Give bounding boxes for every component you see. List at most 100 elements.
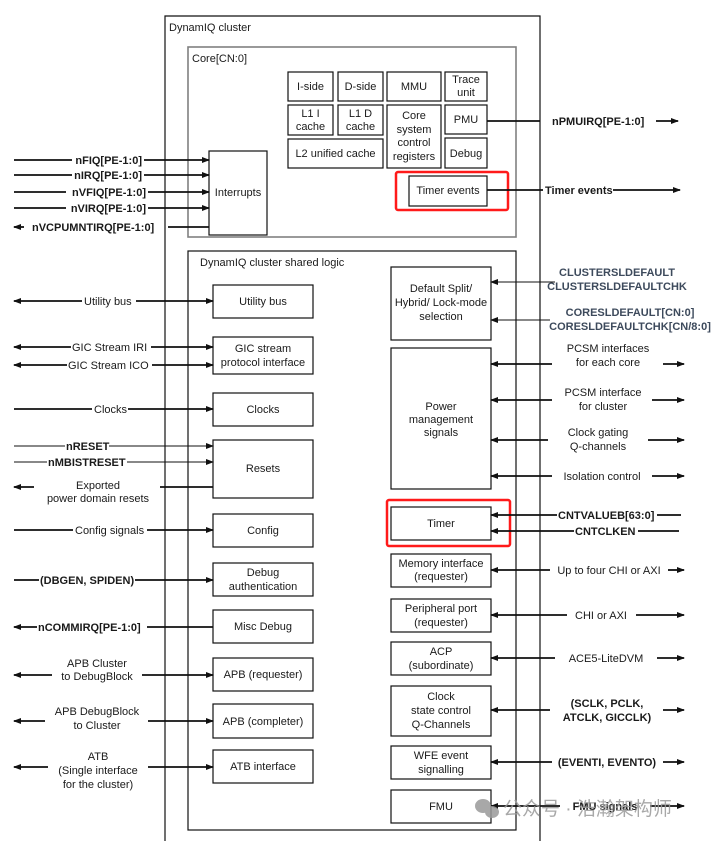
svg-text:Resets: Resets: [246, 463, 281, 475]
svg-text:ATB interface: ATB interface: [230, 761, 296, 773]
block-gic-stream[interactable]: GIC stream protocol interface: [212, 336, 314, 375]
cluster-title: DynamIQ cluster: [169, 22, 251, 34]
dynamiq-cluster-box: [164, 15, 541, 841]
svg-text:ACP: ACP: [430, 646, 453, 658]
block-dside[interactable]: D-side: [337, 71, 384, 102]
svg-text:for cluster: for cluster: [579, 401, 628, 413]
signal-fmu: FMU signals: [490, 801, 685, 813]
block-memory-interface[interactable]: Memory interface (requester): [390, 553, 492, 588]
block-debug-authentication[interactable]: Debug authentication: [212, 562, 314, 597]
svg-text:nVCPUMNTIRQ[PE-1:0]: nVCPUMNTIRQ[PE-1:0]: [32, 222, 155, 234]
block-peripheral-port[interactable]: Peripheral port (requester): [390, 598, 492, 633]
svg-text:(SCLK, PCLK,: (SCLK, PCLK,: [571, 698, 644, 710]
svg-text:CHI or AXI: CHI or AXI: [575, 610, 627, 622]
svg-text:Clocks: Clocks: [246, 404, 280, 416]
svg-text:(DBGEN, SPIDEN): (DBGEN, SPIDEN): [40, 575, 134, 587]
svg-text:(Single interface: (Single interface: [58, 765, 138, 777]
block-interrupts[interactable]: Interrupts: [208, 150, 268, 236]
svg-text:nRESET: nRESET: [66, 441, 110, 453]
svg-text:FMU signals: FMU signals: [573, 801, 638, 813]
signal-nfiq: nFIQ[PE-1:0]: [14, 153, 210, 167]
block-pmu[interactable]: PMU: [444, 104, 488, 135]
block-default-split[interactable]: Default Split/ Hybrid/ Lock-mode selecti…: [390, 266, 492, 341]
signal-peripheral: CHI or AXI: [490, 610, 685, 622]
highlight-timer-events: [394, 170, 510, 212]
svg-text:APB Cluster: APB Cluster: [67, 658, 127, 670]
block-resets[interactable]: Resets: [212, 439, 314, 499]
svg-text:Q-channels: Q-channels: [570, 441, 627, 453]
signal-exported-resets: Exported power domain resets: [13, 480, 213, 505]
svg-text:Debug: Debug: [450, 148, 482, 160]
signal-ncommirq: nCOMMIRQ[PE-1:0]: [13, 620, 213, 634]
svg-text:Trace: Trace: [452, 74, 480, 86]
svg-text:Misc Debug: Misc Debug: [234, 621, 292, 633]
block-acp[interactable]: ACP (subordinate): [390, 641, 492, 676]
svg-text:cache: cache: [296, 121, 325, 133]
svg-text:nVFIQ[PE-1:0]: nVFIQ[PE-1:0]: [72, 187, 146, 199]
svg-text:PCSM interface: PCSM interface: [564, 387, 641, 399]
block-atb-interface[interactable]: ATB interface: [212, 749, 314, 784]
block-mmu[interactable]: MMU: [386, 71, 442, 102]
block-timer-events[interactable]: Timer events: [408, 175, 488, 207]
block-trace-unit[interactable]: Trace unit: [444, 71, 488, 102]
svg-text:Power: Power: [425, 401, 457, 413]
block-timer[interactable]: Timer: [390, 506, 492, 541]
svg-text:Up to four CHI or AXI: Up to four CHI or AXI: [557, 565, 660, 577]
svg-text:Core: Core: [402, 110, 426, 122]
block-wfe-event[interactable]: WFE event signalling: [390, 745, 492, 780]
svg-text:MMU: MMU: [401, 81, 427, 93]
svg-text:ATCLK, GICCLK): ATCLK, GICCLK): [563, 712, 652, 724]
svg-text:CLUSTERSLDEFAULTCHK: CLUSTERSLDEFAULTCHK: [547, 281, 687, 293]
svg-text:Timer events: Timer events: [416, 185, 480, 197]
signal-dbgen-spiden: (DBGEN, SPIDEN): [14, 573, 214, 587]
signal-nmbistreset: nMBISTRESET: [14, 455, 214, 469]
signal-clocks-qchannel: (SCLK, PCLK, ATCLK, GICCLK): [490, 698, 685, 724]
block-misc-debug[interactable]: Misc Debug: [212, 609, 314, 644]
block-apb-requester[interactable]: APB (requester): [212, 657, 314, 692]
block-fmu[interactable]: FMU: [390, 789, 492, 824]
svg-text:for the cluster): for the cluster): [63, 779, 133, 791]
svg-text:Timer events: Timer events: [545, 185, 613, 197]
svg-text:Clock gating: Clock gating: [568, 427, 629, 439]
svg-text:L1 I: L1 I: [301, 108, 319, 120]
block-power-management[interactable]: Power management signals: [390, 347, 492, 490]
block-debug[interactable]: Debug: [444, 137, 488, 169]
svg-text:nIRQ[PE-1:0]: nIRQ[PE-1:0]: [74, 170, 142, 182]
block-l2-unified-cache[interactable]: L2 unified cache: [287, 138, 384, 169]
block-l1i-cache[interactable]: L1 I cache: [287, 104, 334, 136]
svg-text:control: control: [397, 137, 430, 149]
signal-pcsm-cluster: PCSM interface for cluster: [490, 387, 685, 413]
svg-text:D-side: D-side: [345, 81, 377, 93]
svg-text:FMU: FMU: [429, 801, 453, 813]
svg-text:nVIRQ[PE-1:0]: nVIRQ[PE-1:0]: [71, 203, 147, 215]
block-clock-state-control[interactable]: Clock state control Q-Channels: [390, 685, 492, 737]
svg-text:cache: cache: [346, 121, 375, 133]
svg-text:(subordinate): (subordinate): [409, 660, 474, 672]
svg-text:selection: selection: [419, 311, 462, 323]
shared-logic-title: DynamIQ cluster shared logic: [200, 257, 345, 269]
svg-text:(requester): (requester): [414, 617, 468, 629]
svg-text:CORESLDEFAULT[CN:0]: CORESLDEFAULT[CN:0]: [566, 307, 695, 319]
signal-clustersldefault: CLUSTERSLDEFAULT CLUSTERSLDEFAULTCHK: [490, 266, 687, 294]
svg-text:GIC stream: GIC stream: [235, 343, 291, 355]
block-core-system-control-registers[interactable]: Core system control registers: [386, 104, 442, 169]
signal-memory: Up to four CHI or AXI: [490, 565, 685, 577]
svg-text:protocol interface: protocol interface: [221, 357, 305, 369]
svg-text:APB (completer): APB (completer): [223, 716, 304, 728]
block-utility-bus[interactable]: Utility bus: [212, 284, 314, 319]
block-apb-completer[interactable]: APB (completer): [212, 703, 314, 739]
signal-clock-gating: Clock gating Q-channels: [490, 427, 685, 453]
block-l1d-cache[interactable]: L1 D cache: [337, 104, 384, 136]
svg-text:registers: registers: [393, 151, 436, 163]
svg-text:ACE5-LiteDVM: ACE5-LiteDVM: [569, 653, 644, 665]
svg-text:to Cluster: to Cluster: [73, 720, 120, 732]
svg-text:APB (requester): APB (requester): [224, 669, 303, 681]
svg-text:for each core: for each core: [576, 357, 640, 369]
svg-text:nMBISTRESET: nMBISTRESET: [48, 457, 126, 469]
svg-text:nCOMMIRQ[PE-1:0]: nCOMMIRQ[PE-1:0]: [38, 622, 141, 634]
svg-text:L1 D: L1 D: [349, 108, 372, 120]
block-clocks[interactable]: Clocks: [212, 392, 314, 427]
block-config[interactable]: Config: [212, 513, 314, 548]
core-title: Core[CN:0]: [192, 53, 247, 65]
block-iside[interactable]: I-side: [287, 71, 334, 102]
